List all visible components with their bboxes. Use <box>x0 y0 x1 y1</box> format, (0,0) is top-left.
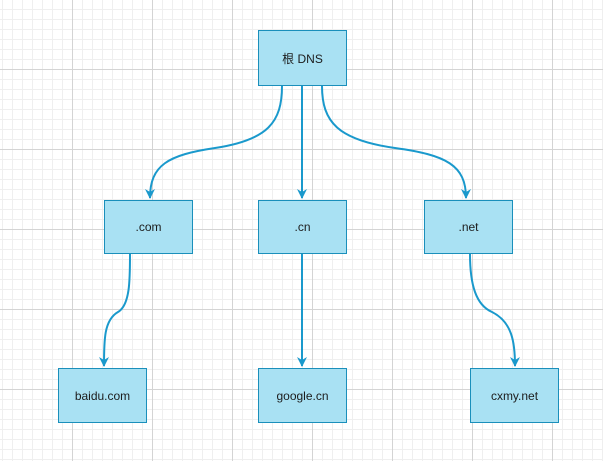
node-cxmy-net: cxmy.net <box>470 368 559 423</box>
edge-com-to-baidu <box>99 253 131 367</box>
edge-net-to-cxmy <box>469 253 520 367</box>
edge-root-to-com <box>145 85 283 199</box>
node-com-label: .com <box>135 220 162 234</box>
edge-root-to-net <box>321 85 471 199</box>
node-baidu-com: baidu.com <box>58 368 147 423</box>
node-com: .com <box>104 200 193 254</box>
node-net-label: .net <box>458 220 479 234</box>
node-root-dns-label: 根 DNS <box>282 51 323 66</box>
node-baidu-com-label: baidu.com <box>74 388 131 403</box>
node-cn: .cn <box>258 200 347 254</box>
node-google-cn: google.cn <box>258 368 347 423</box>
node-net: .net <box>424 200 513 254</box>
node-root-dns: 根 DNS <box>258 30 347 86</box>
node-cxmy-net-label: cxmy.net <box>490 388 539 403</box>
node-cn-label: .cn <box>294 220 311 234</box>
node-google-cn-label: google.cn <box>276 388 329 403</box>
